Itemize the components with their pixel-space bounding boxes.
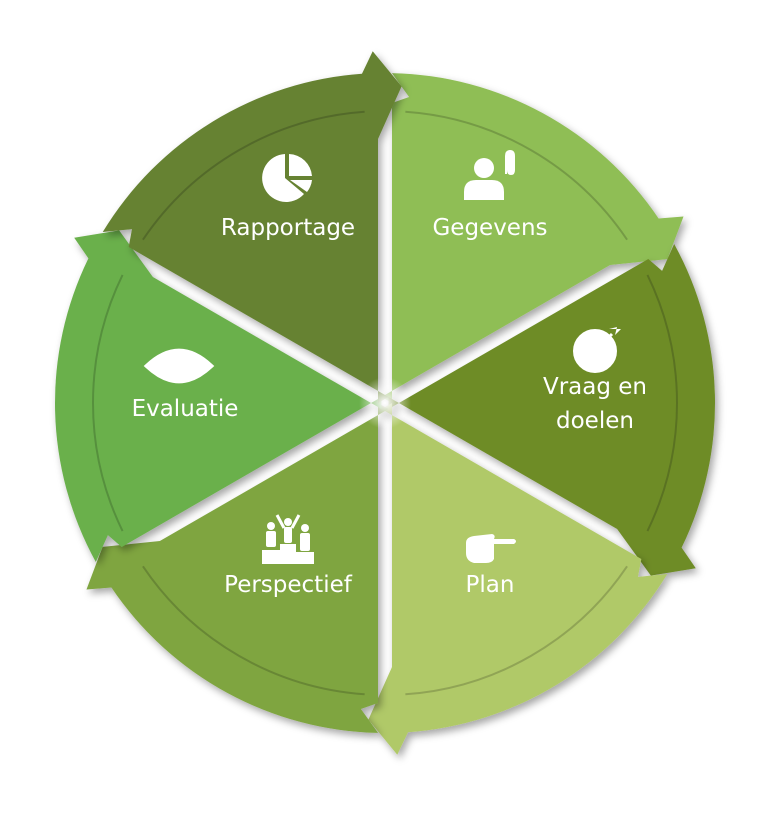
segment-label-text: Perspectief (224, 572, 353, 598)
arrow-band-edge (405, 565, 628, 696)
segment-perspectief (86, 403, 389, 733)
segment-label-rapportage: Rapportage (221, 154, 355, 241)
segments-layer (54, 51, 715, 755)
segment-wedge (381, 73, 684, 403)
segment-label-vraag-en-doelen: Vraag en doelen (543, 327, 647, 434)
segment-label-text: Gegevens (432, 215, 547, 241)
person-paperclip-icon (464, 149, 515, 200)
pointing-hand-icon (466, 534, 516, 563)
segment-evaluatie (54, 230, 382, 562)
arrow-band-edge (92, 274, 124, 532)
arrow-band-edge (646, 274, 678, 532)
podium-people-icon (262, 514, 314, 564)
segment-rapportage (102, 51, 402, 404)
segment-vraag-en-doelen (388, 244, 715, 576)
segment-label-text: Evaluatie (132, 396, 239, 422)
segment-label-text: Rapportage (221, 215, 355, 241)
segment-label-text: Plan (466, 572, 515, 598)
segment-wedge (54, 230, 382, 562)
center-hub (359, 377, 411, 429)
segment-label-text: doelen (556, 408, 634, 434)
arrow-band-edge (405, 110, 628, 241)
segment-label-text: Vraag en (543, 374, 647, 400)
segment-label-plan: Plan (466, 534, 516, 598)
segment-plan (368, 403, 668, 755)
segment-label-perspectief: Perspectief (224, 514, 353, 598)
target-arrow-icon (573, 327, 621, 373)
arrow-band-edge (142, 110, 365, 241)
segment-label-evaluatie: Evaluatie (132, 348, 239, 422)
segment-wedge (368, 403, 668, 755)
segment-gegevens (381, 73, 684, 403)
pie-chart-icon (262, 154, 312, 202)
eye-icon (143, 348, 215, 384)
segment-wedge (102, 51, 402, 404)
arrow-band-edge (142, 565, 365, 696)
segment-wedge (86, 403, 389, 733)
segment-label-gegevens: Gegevens (432, 149, 548, 241)
segment-wedge (388, 244, 715, 576)
